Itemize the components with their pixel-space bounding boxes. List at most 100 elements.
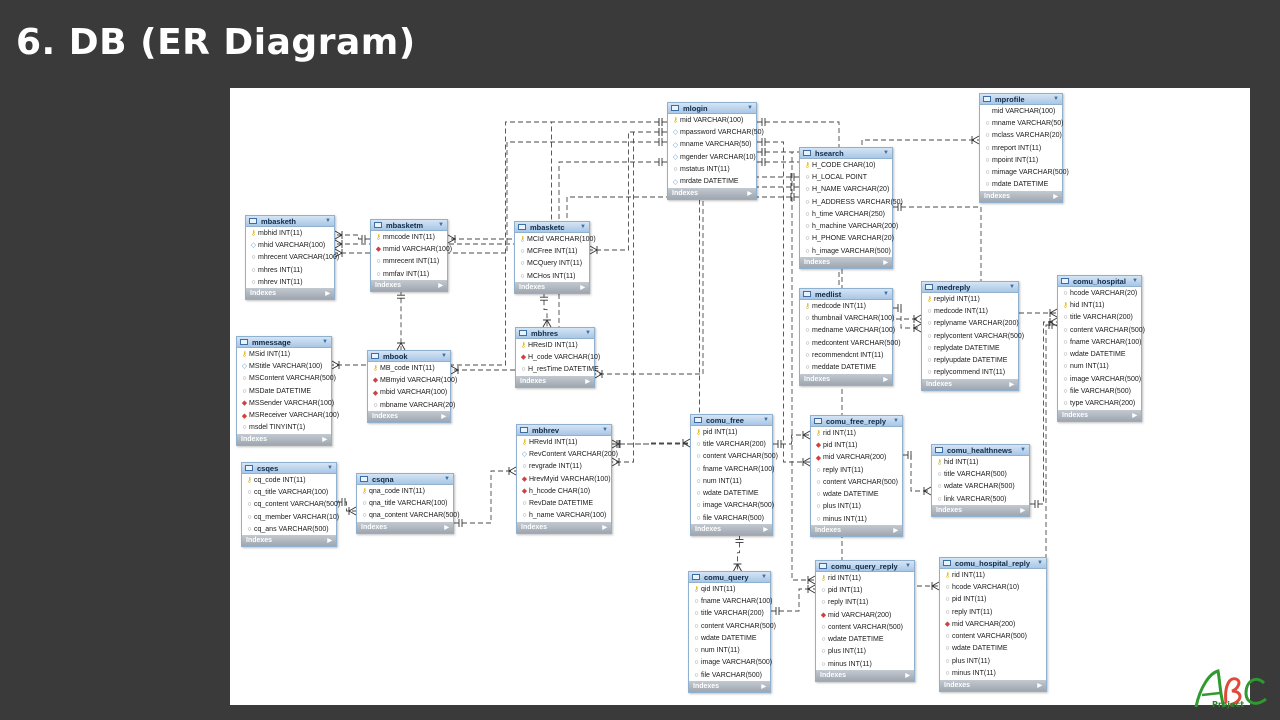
collapse-arrow-icon[interactable]: ▼ <box>322 339 328 345</box>
column-row[interactable]: ○fname VARCHAR(100) <box>689 595 772 607</box>
table-header[interactable]: mbhres▼ <box>516 328 594 339</box>
column-row[interactable]: ○mname VARCHAR(50) <box>980 117 1063 129</box>
column-row[interactable]: ○mbname VARCHAR(20) <box>368 399 455 411</box>
column-row[interactable]: ○content VARCHAR(500) <box>691 451 778 463</box>
column-row[interactable]: ⚷HResID INT(11) <box>516 339 594 351</box>
column-row[interactable]: ⚷mid VARCHAR(100) <box>668 114 756 126</box>
column-row[interactable]: ◆MSSender VARCHAR(100) <box>237 397 334 409</box>
column-row[interactable]: ○cq_member VARCHAR(10) <box>242 511 339 523</box>
expand-arrow-icon[interactable]: ▶ <box>763 527 768 534</box>
column-row[interactable]: ◆mid VARCHAR(200) <box>816 609 914 621</box>
table-header[interactable]: comu_query▼ <box>689 572 770 583</box>
column-row[interactable]: ○num INT(11) <box>691 475 772 487</box>
column-row[interactable]: ◇mgender VARCHAR(10) <box>668 151 756 163</box>
column-row[interactable]: ⚷cq_code INT(11) <box>242 474 336 486</box>
table-comu_free[interactable]: comu_free▼⚷pid INT(11)○title VARCHAR(200… <box>690 414 778 537</box>
column-row[interactable]: ○reply INT(11) <box>940 606 1046 618</box>
column-row[interactable]: ○title VARCHAR(200) <box>689 608 770 620</box>
column-row[interactable]: ⚷mmcode INT(11) <box>371 231 447 243</box>
column-row[interactable]: ⚷MCId VARCHAR(100) <box>515 233 596 245</box>
expand-arrow-icon[interactable]: ▶ <box>444 524 449 531</box>
column-row[interactable]: ◇mrdate DATETIME <box>668 175 756 187</box>
collapse-arrow-icon[interactable]: ▼ <box>1037 560 1043 566</box>
column-row[interactable]: ◇mname VARCHAR(50) <box>668 139 756 151</box>
indexes-footer[interactable]: Indexes▶ <box>800 257 892 269</box>
column-row[interactable]: ○hcode VARCHAR(10) <box>940 581 1046 593</box>
table-medlist[interactable]: medlist▼⚷medcode INT(11)○thumbnail VARCH… <box>799 288 901 386</box>
column-row[interactable]: ○file VARCHAR(500) <box>691 512 772 524</box>
collapse-arrow-icon[interactable]: ▼ <box>441 353 447 359</box>
column-row[interactable]: ○image VARCHAR(500) <box>691 500 774 512</box>
expand-arrow-icon[interactable]: ▶ <box>602 525 607 532</box>
indexes-footer[interactable]: Indexes▶ <box>515 282 589 294</box>
column-row[interactable]: ⚷H_CODE CHAR(10) <box>800 159 892 171</box>
column-row[interactable]: ○type VARCHAR(200) <box>1058 398 1141 410</box>
expand-arrow-icon[interactable]: ▶ <box>883 376 888 383</box>
column-row[interactable]: ○cq_title VARCHAR(100) <box>242 486 336 498</box>
indexes-footer[interactable]: Indexes▶ <box>242 535 336 547</box>
column-row[interactable]: ○wdate DATETIME <box>811 488 902 500</box>
table-mprofile[interactable]: mprofile▼mid VARCHAR(100)○mname VARCHAR(… <box>979 93 1069 204</box>
column-row[interactable]: ○wdate DATETIME <box>940 643 1046 655</box>
column-row[interactable]: ○pid INT(11) <box>940 594 1046 606</box>
column-row[interactable]: ○content VARCHAR(500) <box>811 476 902 488</box>
table-header[interactable]: hsearch▼ <box>800 148 892 159</box>
table-mbasketm[interactable]: mbasketm▼⚷mmcode INT(11)◆mmid VARCHAR(10… <box>370 219 452 293</box>
table-medreply[interactable]: medreply▼⚷replyid INT(11)○medcode INT(11… <box>921 281 1024 392</box>
expand-arrow-icon[interactable]: ▶ <box>747 190 752 197</box>
indexes-footer[interactable]: Indexes▶ <box>668 187 756 199</box>
table-header[interactable]: comu_hospital▼ <box>1058 276 1141 287</box>
column-row[interactable]: ○fname VARCHAR(100) <box>691 463 774 475</box>
column-row[interactable]: ⚷MB_code INT(11) <box>368 362 450 374</box>
indexes-footer[interactable]: Indexes▶ <box>371 280 447 292</box>
table-header[interactable]: mmessage▼ <box>237 337 331 348</box>
indexes-footer[interactable]: Indexes▶ <box>800 373 892 385</box>
column-row[interactable]: ○qna_title VARCHAR(100) <box>357 497 453 509</box>
table-header[interactable]: comu_free_reply▼ <box>811 416 902 427</box>
column-row[interactable]: ○replyname VARCHAR(200) <box>922 318 1018 330</box>
table-mbook[interactable]: mbook▼⚷MB_code INT(11)◆MBmyid VARCHAR(10… <box>367 350 457 424</box>
column-row[interactable]: ○thumbnail VARCHAR(100) <box>800 312 894 324</box>
table-header[interactable]: comu_free▼ <box>691 415 772 426</box>
column-row[interactable]: ○replycontent VARCHAR(500) <box>922 330 1024 342</box>
column-row[interactable]: ⚷hid INT(11) <box>932 456 1029 468</box>
expand-arrow-icon[interactable]: ▶ <box>438 283 443 290</box>
table-header[interactable]: mlogin▼ <box>668 103 756 114</box>
column-row[interactable]: ◇MStitle VARCHAR(100) <box>237 360 331 372</box>
column-row[interactable]: ◇RevContent VARCHAR(200) <box>517 448 618 460</box>
column-row[interactable]: ○mhrev INT(11) <box>246 276 334 288</box>
expand-arrow-icon[interactable]: ▶ <box>1037 682 1042 689</box>
indexes-footer[interactable]: Indexes▶ <box>357 521 453 533</box>
collapse-arrow-icon[interactable]: ▼ <box>761 574 767 580</box>
table-comu_free_reply[interactable]: comu_free_reply▼⚷rid INT(11)◆pid INT(11)… <box>810 415 903 538</box>
column-row[interactable]: ○minus INT(11) <box>940 667 1046 679</box>
table-header[interactable]: mbhrev▼ <box>517 425 611 436</box>
column-row[interactable]: ○h_name VARCHAR(100) <box>517 510 611 522</box>
column-row[interactable]: ○fname VARCHAR(100) <box>1058 336 1141 348</box>
column-row[interactable]: ○h_image VARCHAR(500) <box>800 245 892 257</box>
column-row[interactable]: ○RevDate DATETIME <box>517 497 611 509</box>
column-row[interactable]: ○mhres INT(11) <box>246 264 334 276</box>
column-row[interactable]: ○cq_ans VARCHAR(500) <box>242 523 336 535</box>
column-row[interactable]: ○medname VARCHAR(100) <box>800 325 895 337</box>
table-header[interactable]: mbasketc▼ <box>515 222 589 233</box>
table-comu_query[interactable]: comu_query▼⚷qid INT(11)○fname VARCHAR(10… <box>688 571 776 694</box>
expand-arrow-icon[interactable]: ▶ <box>905 673 910 680</box>
column-row[interactable]: ○plus INT(11) <box>811 501 902 513</box>
column-row[interactable]: ⚷medcode INT(11) <box>800 300 892 312</box>
column-row[interactable]: ⚷qid INT(11) <box>689 583 770 595</box>
expand-arrow-icon[interactable]: ▶ <box>893 528 898 535</box>
indexes-footer[interactable]: Indexes▶ <box>1058 409 1141 421</box>
table-header[interactable]: medlist▼ <box>800 289 892 300</box>
column-row[interactable]: ⚷mbhid INT(11) <box>246 227 334 239</box>
table-header[interactable]: mbook▼ <box>368 351 450 362</box>
collapse-arrow-icon[interactable]: ▼ <box>444 476 450 482</box>
column-row[interactable]: ○wdate DATETIME <box>816 633 914 645</box>
indexes-footer[interactable]: Indexes▶ <box>689 681 770 693</box>
column-row[interactable]: ○wdate DATETIME <box>689 632 770 644</box>
column-row[interactable]: ○title VARCHAR(200) <box>1058 312 1141 324</box>
collapse-arrow-icon[interactable]: ▼ <box>325 218 331 224</box>
column-row[interactable]: ◆mid VARCHAR(200) <box>940 618 1046 630</box>
table-mbhres[interactable]: mbhres▼⚷HResID INT(11)◆H_code VARCHAR(10… <box>515 327 600 388</box>
expand-arrow-icon[interactable]: ▶ <box>580 285 585 292</box>
